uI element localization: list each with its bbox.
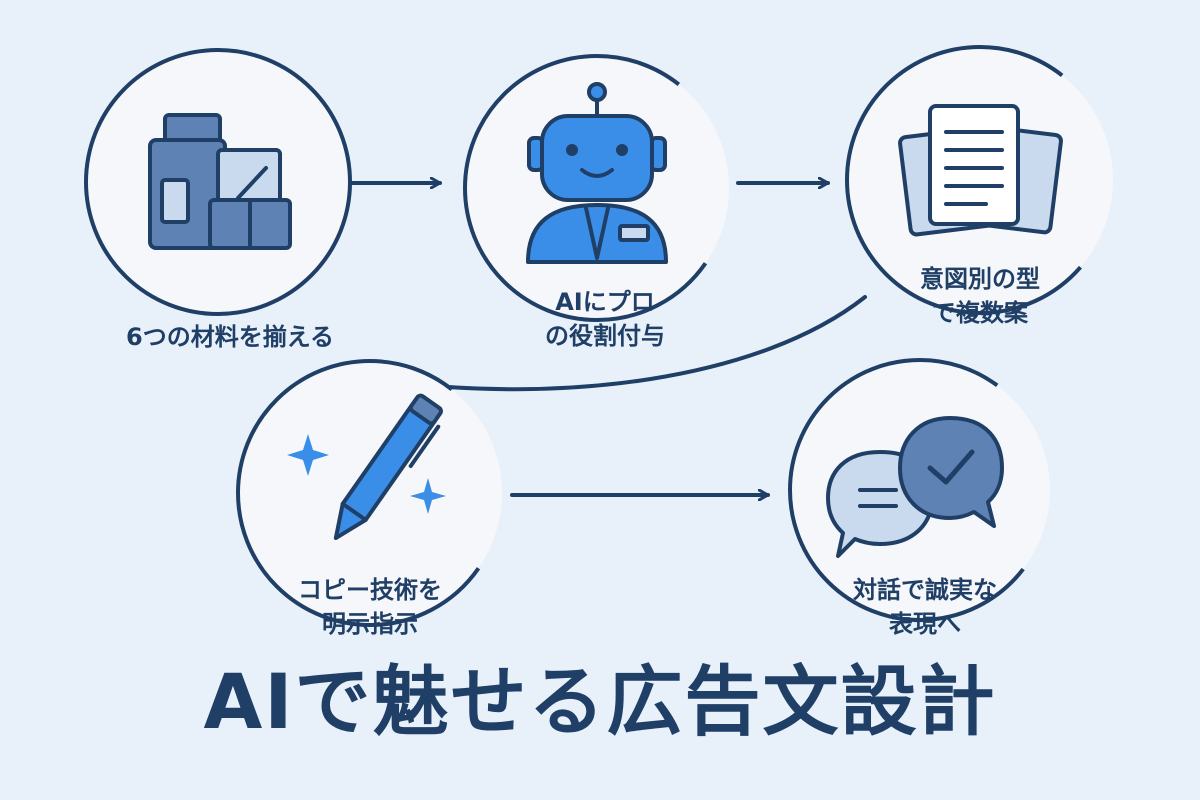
step-label-1: 6つの材料を揃える <box>60 320 400 354</box>
step-label-line: 明示指示 <box>322 610 418 638</box>
step-label-line: 表現へ <box>889 610 961 638</box>
step-label-3: 意図別の型 で複数案 <box>880 262 1080 330</box>
step-label-line: AIにプロ <box>555 288 655 316</box>
robot-icon <box>526 82 668 264</box>
step-label-line: 6つの材料を揃える <box>126 323 334 351</box>
chat-check-icon <box>826 416 1004 558</box>
step-label-line: コピー技術を <box>298 576 442 604</box>
step-label-2: AIにプロ の役割付与 <box>505 285 705 353</box>
pen-sparkle-icon <box>287 393 446 541</box>
step-label-5: 対話で誠実な 表現へ <box>810 573 1040 641</box>
sparkle-icon <box>287 434 329 476</box>
step-label-line: で複数案 <box>932 299 1028 327</box>
step-label-4: コピー技術を 明示指示 <box>250 573 490 641</box>
curve-3-to-4 <box>378 295 867 392</box>
step-label-line: 意図別の型 <box>920 265 1040 293</box>
documents-icon <box>898 104 1063 237</box>
materials-icon <box>148 113 292 250</box>
step-label-line: 対話で誠実な <box>853 576 997 604</box>
sparkle-icon <box>410 478 446 514</box>
step-label-line: の役割付与 <box>545 322 665 350</box>
diagram-title: AIで魅せる広告文設計 <box>203 657 997 746</box>
